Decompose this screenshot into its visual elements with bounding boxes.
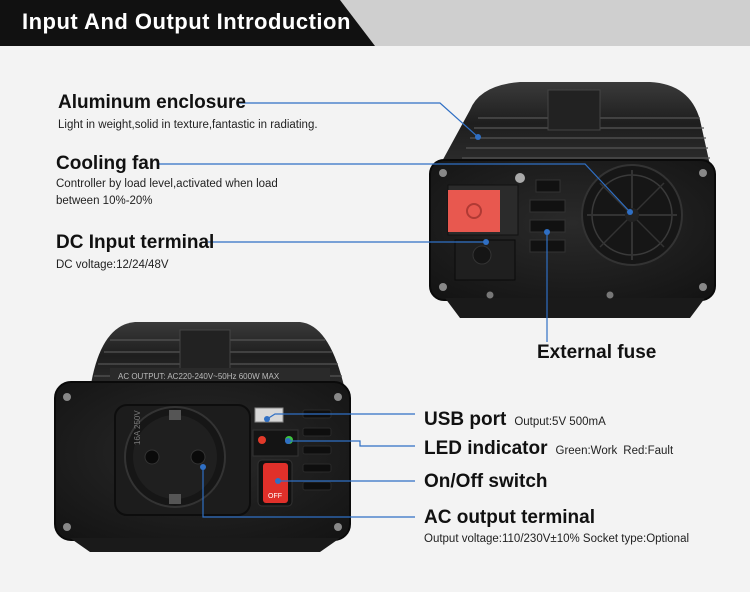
led-indicator-spec-green: Green:Work bbox=[555, 445, 618, 457]
on-off-switch-rocker bbox=[263, 463, 288, 503]
aluminum-enclosure-title: Aluminum enclosure bbox=[58, 92, 246, 113]
header-band bbox=[0, 0, 375, 46]
cooling-fan-title: Cooling fan bbox=[56, 153, 161, 174]
usb-port bbox=[254, 407, 284, 423]
external-fuse-title: External fuse bbox=[537, 342, 657, 363]
cooling-fan-desc-line1: Controller by load level,activated when … bbox=[56, 178, 278, 190]
usb-port-label: USB port Output:5V 500mA bbox=[424, 409, 606, 431]
led-indicator-spec-red: Red:Fault bbox=[623, 445, 674, 457]
page-title: Input And Output Introduction bbox=[22, 9, 351, 34]
on-off-switch-title: On/Off switch bbox=[424, 471, 548, 492]
leader-lines bbox=[157, 102, 631, 518]
usb-port-spec: Output:5V 500mA bbox=[514, 416, 606, 428]
led-indicator-label: LED indicator Green:Work Red:Fault bbox=[424, 438, 673, 460]
inverter-dc-side bbox=[429, 82, 716, 318]
dc-input-terminal-red bbox=[448, 190, 500, 232]
cooling-fan-desc-line2: between 10%-20% bbox=[56, 195, 153, 207]
inverter-ac-side: AC OUTPUT: AC220-240V~50Hz 600W MAX 16A … bbox=[54, 322, 351, 552]
socket-rating-text: 16A 250V bbox=[133, 410, 142, 445]
leader-dots bbox=[200, 134, 633, 484]
dc-input-desc: DC voltage:12/24/48V bbox=[56, 259, 169, 271]
ac-output-desc: Output voltage:110/230V±10% Socket type:… bbox=[424, 533, 690, 545]
panel-rating-text: AC OUTPUT: AC220-240V~50Hz 600W MAX bbox=[118, 372, 280, 381]
led-red bbox=[258, 436, 266, 444]
switch-label: OFF bbox=[268, 493, 282, 500]
aluminum-enclosure-desc: Light in weight,solid in texture,fantast… bbox=[58, 119, 318, 131]
led-indicator-title: LED indicator bbox=[424, 438, 548, 459]
ac-output-title: AC output terminal bbox=[424, 507, 595, 528]
dc-input-title: DC Input terminal bbox=[56, 232, 215, 253]
usb-port-title: USB port bbox=[424, 409, 507, 430]
